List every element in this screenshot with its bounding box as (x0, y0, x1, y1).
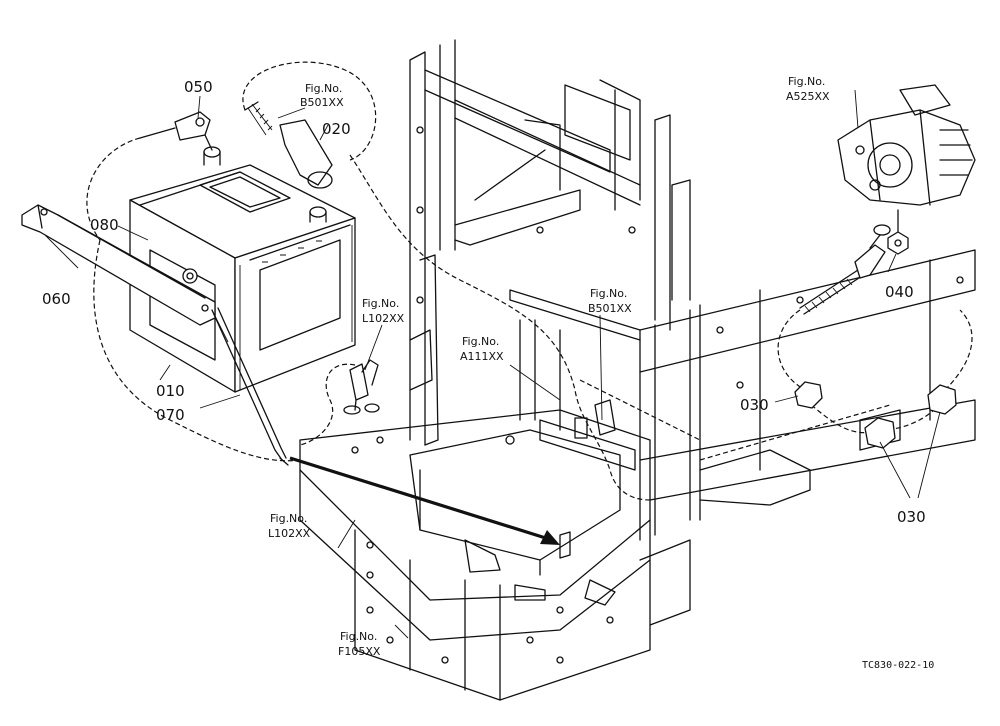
label-070: 070 (156, 406, 185, 424)
label-040: 040 (885, 283, 914, 301)
fig-a525-code: A525XX (786, 90, 830, 103)
label-050: 050 (184, 78, 213, 96)
fig-a111-title: Fig.No. (462, 335, 499, 348)
fig-l102-low-title: Fig.No. (270, 512, 307, 525)
fig-b501-mid-title: Fig.No. (590, 287, 627, 300)
label-030-pair: 030 (897, 508, 926, 526)
harness-route (93, 154, 701, 501)
starter-motor (837, 84, 976, 255)
label-030-single: 030 (740, 396, 769, 414)
fig-f105-title: Fig.No. (340, 630, 377, 643)
figure-reference-labels: Fig.No. B501XX Fig.No. A525XX Fig.No. L1… (268, 75, 830, 658)
fig-f105-code: F105XX (338, 645, 381, 658)
ground-strap (299, 359, 380, 446)
fig-l102-mid-code: L102XX (362, 312, 405, 325)
fig-a111-code: A111XX (460, 350, 504, 363)
fig-b501-top-code: B501XX (300, 96, 344, 109)
starter-cable (699, 224, 973, 461)
chassis-frame (409, 39, 976, 541)
fig-b501-mid-code: B501XX (588, 302, 632, 315)
label-060: 060 (42, 290, 71, 308)
label-020: 020 (322, 120, 351, 138)
part-number-labels: 050 020 080 060 010 070 040 030 030 (42, 78, 926, 526)
fig-a525-title: Fig.No. (788, 75, 825, 88)
label-080: 080 (90, 216, 119, 234)
fig-l102-low-code: L102XX (268, 527, 311, 540)
leader-lines (44, 89, 941, 639)
positive-cable (242, 61, 377, 189)
label-010: 010 (156, 382, 185, 400)
reference-arrow (289, 456, 560, 545)
negative-cable (86, 111, 213, 241)
battery-hold-down (21, 204, 289, 466)
fig-l102-mid-title: Fig.No. (362, 297, 399, 310)
battery (129, 146, 356, 393)
fig-b501-top-title: Fig.No. (305, 82, 342, 95)
figure-code: TC830-022-10 (862, 660, 934, 671)
battery-tray (299, 409, 691, 701)
